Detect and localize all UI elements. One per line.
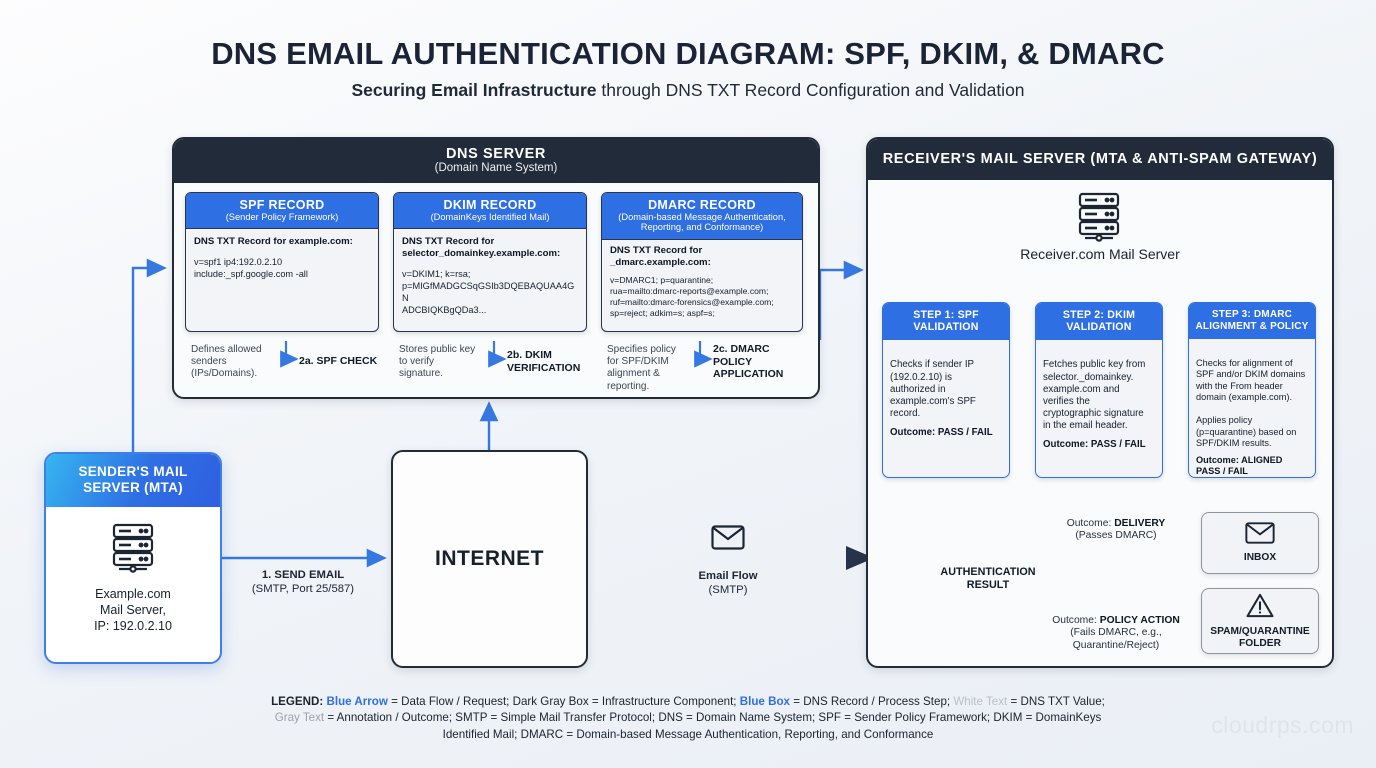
step-1-description: Checks if sender IP (192.0.2.10) is auth… — [890, 359, 976, 419]
server-rack-icon — [107, 523, 159, 579]
legend: LEGEND: Blue Arrow = Data Flow / Request… — [120, 694, 1256, 743]
policy-action-outcome-note: Outcome: POLICY ACTION (Fails DMARC, e.g… — [1026, 615, 1206, 652]
dns-server-subtitle: (Domain Name System) — [434, 162, 558, 175]
dkim-record-card[interactable]: DKIM RECORD (DomainKeys Identified Mail)… — [393, 192, 587, 332]
step-3-body: Checks for alignment of SPF and/or DKIM … — [1189, 339, 1315, 477]
legend-gray-text: Gray Text — [274, 711, 325, 725]
dkim-record-value: v=DKIM1; k=rsa; p=MIGfMADGCSqGSIb3DQEBAQ… — [402, 269, 575, 316]
spf-annotation: Defines allowed senders (IPs/Domains). — [191, 344, 262, 380]
spf-record-header: SPF RECORD (Sender Policy Framework) — [186, 193, 378, 230]
dmarc-record-header: DMARC RECORD (Domain-based Message Authe… — [602, 193, 802, 240]
inbox-label: INBOX — [1243, 552, 1277, 564]
delivery-note-sub: (Passes DMARC) — [1075, 530, 1157, 542]
legend-white-text: White Text — [953, 695, 1008, 708]
inbox-box[interactable]: INBOX — [1201, 512, 1319, 574]
send-email-edge-label: 1. SEND EMAIL (SMTP, Port 25/587) — [222, 568, 384, 596]
step-2-dkim-validation[interactable]: STEP 2: DKIM VALIDATION Fetches public k… — [1035, 302, 1163, 478]
legend-blue-arrow: Blue Arrow — [326, 695, 388, 708]
receiver-panel-title: RECEIVER'S MAIL SERVER (MTA & ANTI-SPAM … — [882, 151, 1318, 167]
receiver-server-rack-icon — [1073, 190, 1125, 249]
step-1-spf-validation[interactable]: STEP 1: SPF VALIDATION Checks if sender … — [882, 302, 1010, 478]
send-email-line1: 1. SEND EMAIL — [261, 569, 345, 581]
step-2-description: Fetches public key from selector._domain… — [1043, 359, 1146, 432]
delivery-note-prefix: Outcome: — [1066, 518, 1115, 529]
page-subtitle: Securing Email Infrastructure through DN… — [0, 80, 1376, 101]
step-3-description: Checks for alignment of SPF and/or DKIM … — [1196, 357, 1306, 449]
step-1-body: Checks if sender IP (192.0.2.10) is auth… — [883, 340, 1009, 459]
step-1-title: STEP 1: SPF VALIDATION — [883, 303, 1009, 341]
email-flow-envelope-icon — [711, 525, 745, 555]
legend-line-3: Identified Mail; DMARC = Domain-based Me… — [442, 727, 934, 741]
policy-note-sub: (Fails DMARC, e.g., Quarantine/Reject) — [1070, 627, 1162, 651]
step-2-body: Fetches public key from selector._domain… — [1036, 340, 1162, 471]
envelope-icon — [1245, 522, 1275, 549]
spf-check-label: 2a. SPF CHECK — [299, 355, 378, 367]
dkim-record-label: DNS TXT Record for selector_domainkey.ex… — [402, 236, 561, 260]
legend-line-1: LEGEND: Blue Arrow = Data Flow / Request… — [120, 694, 1256, 710]
step-2-outcome: Outcome: PASS / FAIL — [1043, 439, 1146, 451]
sender-mail-server-box[interactable]: SENDER'S MAIL SERVER (MTA) — [44, 452, 222, 664]
dmarc-record-body: DNS TXT Record for _dmarc.example.com: v… — [602, 240, 802, 326]
sender-mail-server-body: Example.com Mail Server, IP: 192.0.2.10 — [46, 507, 220, 634]
dkim-record-header: DKIM RECORD (DomainKeys Identified Mail) — [394, 193, 586, 230]
legend-seg2: = DNS Record / Process Step; — [790, 695, 954, 708]
dmarc-record-value: v=DMARC1; p=quarantine; rua=mailto:dmarc… — [610, 274, 774, 319]
sender-mail-server-caption: Example.com Mail Server, IP: 192.0.2.10 — [94, 586, 172, 633]
page-subtitle-rest: through DNS TXT Record Configuration and… — [596, 80, 1025, 100]
dns-server-header: DNS SERVER (Domain Name System) — [174, 139, 818, 184]
dkim-record-body: DNS TXT Record for selector_domainkey.ex… — [394, 229, 586, 323]
delivery-note-bold: DELIVERY — [1114, 518, 1166, 529]
policy-note-bold: POLICY ACTION — [1099, 615, 1180, 626]
dmarc-annotation: Specifies policy for SPF/DKIM alignment … — [607, 344, 676, 392]
dns-server-title: DNS SERVER — [445, 146, 546, 162]
send-email-line2: (SMTP, Port 25/587) — [251, 583, 355, 596]
legend-seg4: = Annotation / Outcome; SMTP = Simple Ma… — [324, 711, 1102, 725]
spf-record-subtitle: (Sender Policy Framework) — [225, 212, 339, 222]
legend-seg1: = Data Flow / Request; Dark Gray Box = I… — [387, 695, 740, 708]
authentication-result-label: AUTHENTICATION RESULT — [940, 566, 1036, 591]
page-subtitle-strong: Securing Email Infrastructure — [351, 80, 597, 100]
email-flow-edge-label: Email Flow (SMTP) — [648, 569, 808, 597]
dmarc-record-label: DNS TXT Record for _dmarc.example.com: — [610, 244, 711, 268]
email-flow-line2: (SMTP) — [708, 584, 748, 597]
receiver-server-caption: Receiver.com Mail Server — [1020, 246, 1180, 262]
step-3-title: STEP 3: DMARC ALIGNMENT & POLICY — [1189, 303, 1315, 339]
dmarc-record-title: DMARC RECORD — [648, 198, 756, 212]
spam-quarantine-box[interactable]: SPAM/QUARANTINE FOLDER — [1201, 588, 1319, 654]
spam-quarantine-label: SPAM/QUARANTINE FOLDER — [1210, 625, 1310, 649]
spf-record-value: v=spf1 ip4:192.0.2.10 include:_spf.googl… — [194, 257, 308, 280]
dkim-record-subtitle: (DomainKeys Identified Mail) — [430, 212, 550, 222]
watermark: cloudrps.com — [1211, 712, 1354, 738]
step-3-outcome: Outcome: ALIGNED PASS / FAIL — [1196, 454, 1283, 476]
legend-seg3: = DNS TXT Value; — [1007, 695, 1105, 708]
legend-blue-box: Blue Box — [739, 695, 790, 708]
internet-box[interactable]: INTERNET — [391, 450, 588, 668]
legend-line-2: Gray Text = Annotation / Outcome; SMTP =… — [120, 710, 1256, 726]
dmarc-policy-label: 2c. DMARC POLICY APPLICATION — [713, 343, 784, 381]
spf-record-title: SPF RECORD — [239, 198, 325, 212]
dkim-verification-label: 2b. DKIM VERIFICATION — [507, 349, 581, 374]
dmarc-record-subtitle: (Domain-based Message Authentication, Re… — [618, 212, 786, 233]
step-1-outcome: Outcome: PASS / FAIL — [890, 427, 993, 439]
dmarc-record-card[interactable]: DMARC RECORD (Domain-based Message Authe… — [601, 192, 803, 332]
dkim-annotation: Stores public key to verify signature. — [399, 344, 476, 380]
step-3-dmarc-alignment-policy[interactable]: STEP 3: DMARC ALIGNMENT & POLICY Checks … — [1188, 302, 1316, 478]
page-title: DNS EMAIL AUTHENTICATION DIAGRAM: SPF, D… — [211, 36, 1165, 71]
spf-record-label: DNS TXT Record for example.com: — [194, 236, 353, 248]
policy-note-prefix: Outcome: — [1052, 615, 1100, 626]
warning-triangle-icon — [1246, 593, 1274, 623]
email-flow-line1: Email Flow — [698, 570, 758, 582]
dkim-record-title: DKIM RECORD — [443, 198, 537, 212]
receiver-panel-header: RECEIVER'S MAIL SERVER (MTA & ANTI-SPAM … — [868, 139, 1332, 181]
spf-record-card[interactable]: SPF RECORD (Sender Policy Framework) DNS… — [185, 192, 379, 332]
spf-record-body: DNS TXT Record for example.com: v=spf1 i… — [186, 229, 378, 287]
sender-mail-server-title: SENDER'S MAIL SERVER (MTA) — [46, 454, 220, 507]
delivery-outcome-note: Outcome: DELIVERY (Passes DMARC) — [1036, 518, 1196, 543]
legend-label: LEGEND: — [271, 695, 324, 708]
step-2-title: STEP 2: DKIM VALIDATION — [1036, 303, 1162, 341]
